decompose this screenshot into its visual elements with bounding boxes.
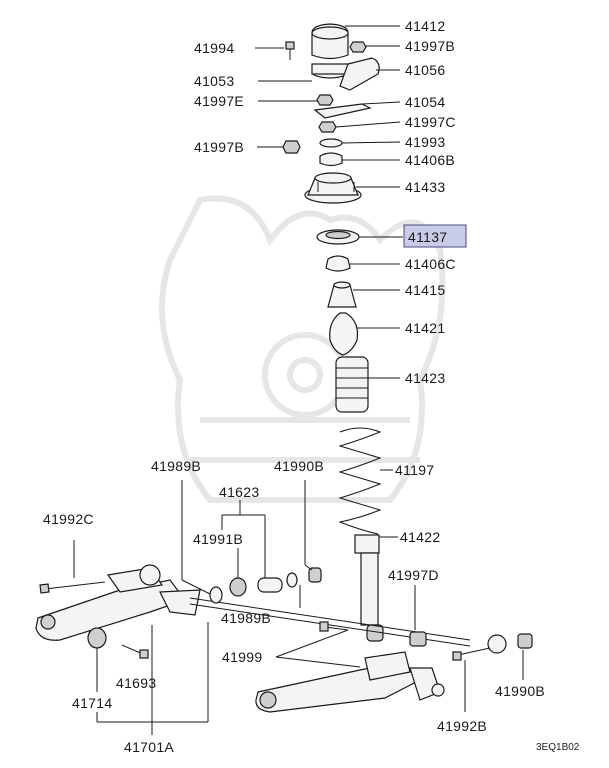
label-41054[interactable]: 41054 — [405, 94, 445, 110]
label-41412[interactable]: 41412 — [405, 18, 445, 34]
top-mount-assembly — [282, 23, 380, 204]
label-41053[interactable]: 41053 — [194, 73, 234, 89]
label-41997d[interactable]: 41997D — [388, 567, 439, 583]
footer-code: 3EQ1B02 — [536, 742, 580, 753]
leader-lines — [96, 25, 524, 735]
label-41989b-bottom[interactable]: 41989B — [221, 610, 271, 626]
label-41421[interactable]: 41421 — [405, 320, 445, 336]
label-41999[interactable]: 41999 — [222, 649, 262, 665]
label-41056[interactable]: 41056 — [405, 62, 445, 78]
label-41423[interactable]: 41423 — [405, 370, 445, 386]
strut-components — [316, 229, 384, 642]
label-41197[interactable]: 41197 — [395, 462, 434, 478]
label-41990b-top[interactable]: 41990B — [274, 458, 324, 474]
label-41433[interactable]: 41433 — [405, 179, 445, 195]
part-labels: 41412 41994 41997B 41053 41056 41997E 41… — [43, 18, 580, 755]
label-41991b[interactable]: 41991B — [193, 531, 243, 547]
label-41989b-top[interactable]: 41989B — [151, 458, 201, 474]
label-41993[interactable]: 41993 — [405, 134, 445, 150]
label-41992c[interactable]: 41992C — [43, 511, 94, 527]
label-41994[interactable]: 41994 — [194, 40, 234, 56]
label-41693[interactable]: 41693 — [116, 675, 156, 691]
label-41422[interactable]: 41422 — [400, 529, 440, 545]
highlight-box — [403, 224, 467, 248]
label-41990b-bottom[interactable]: 41990B — [495, 683, 545, 699]
label-41714[interactable]: 41714 — [72, 695, 112, 711]
watermark-logo — [159, 195, 446, 503]
label-41997b-top[interactable]: 41997B — [405, 38, 455, 54]
label-41701a[interactable]: 41701A — [124, 739, 174, 755]
label-41406c[interactable]: 41406C — [405, 256, 456, 272]
label-41406b[interactable]: 41406B — [405, 152, 455, 168]
suspension-arms — [35, 540, 533, 713]
label-41997e[interactable]: 41997E — [194, 93, 244, 109]
label-41623[interactable]: 41623 — [219, 484, 259, 500]
label-41997c[interactable]: 41997C — [405, 114, 456, 130]
label-41137[interactable]: 41137 — [408, 229, 447, 245]
label-41992b[interactable]: 41992B — [437, 718, 487, 734]
label-41415[interactable]: 41415 — [405, 282, 445, 298]
label-41997b-mid[interactable]: 41997B — [194, 139, 244, 155]
